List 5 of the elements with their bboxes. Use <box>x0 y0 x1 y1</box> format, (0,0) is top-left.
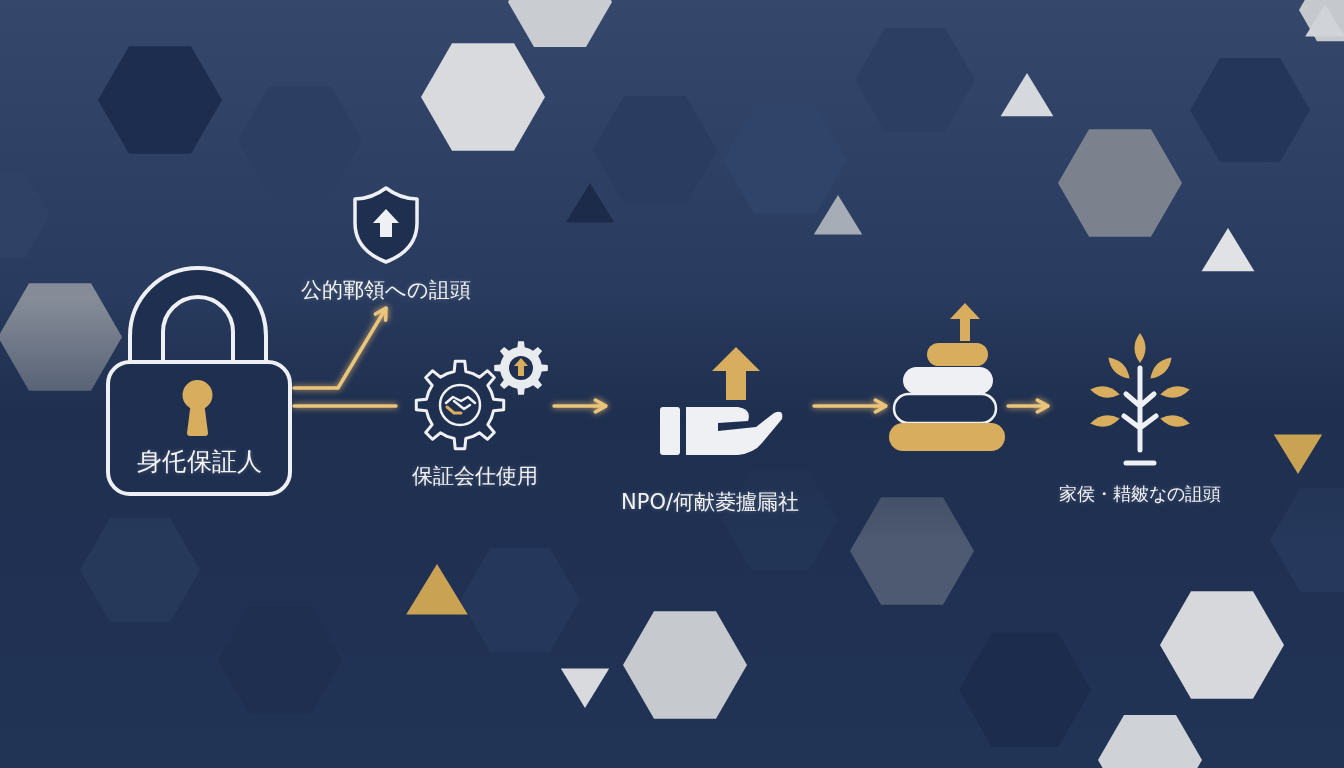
node-label: 公的鄆領への詛頭 <box>301 278 471 303</box>
node-label: 家侯・耤皴なの詛頭 <box>1059 484 1221 505</box>
node-label: NPO/何献菱攎屚社 <box>621 490 799 515</box>
node-label: 保証会仕使用 <box>412 464 538 489</box>
node-label: 身仛保証人 <box>136 448 262 477</box>
